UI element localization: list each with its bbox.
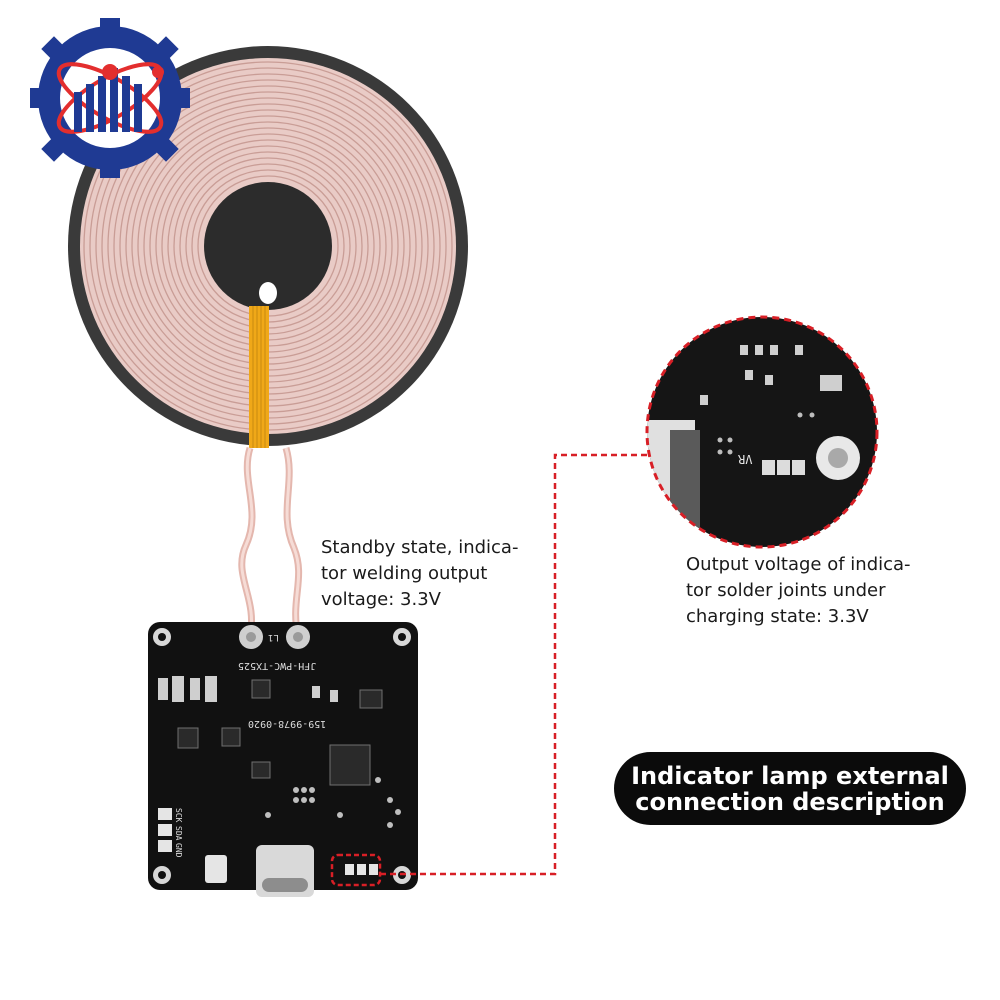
pcb-pad-label-sck: SCK <box>174 808 183 823</box>
pcb-coil-label: L1 <box>268 632 279 642</box>
brand-logo <box>30 18 190 178</box>
charging-caption: Output voltage of indica- tor solder joi… <box>686 554 911 627</box>
zoom-vr-label: VR <box>738 452 753 466</box>
usb-c-port <box>256 845 314 897</box>
pcb-phone-label: 159-9978-0920 <box>248 718 327 729</box>
zoom-detail <box>645 315 879 549</box>
pcb-board <box>148 622 418 897</box>
coil-leads <box>238 446 303 637</box>
pcb-model-label: JFH-PWC-TX525 <box>238 660 317 671</box>
coil-solder-pads <box>239 625 310 649</box>
coil-tape <box>249 306 269 448</box>
title-pill: Indicator lamp external connection descr… <box>614 752 966 825</box>
standby-caption: Standby state, indica- tor welding outpu… <box>321 537 519 610</box>
indicator-pads <box>345 864 378 875</box>
debug-pads <box>158 808 172 852</box>
pcb-pad-label-gnd: GND <box>174 843 183 858</box>
pcb-pad-label-sda: SDA <box>174 826 183 841</box>
callout-connector <box>380 453 647 876</box>
